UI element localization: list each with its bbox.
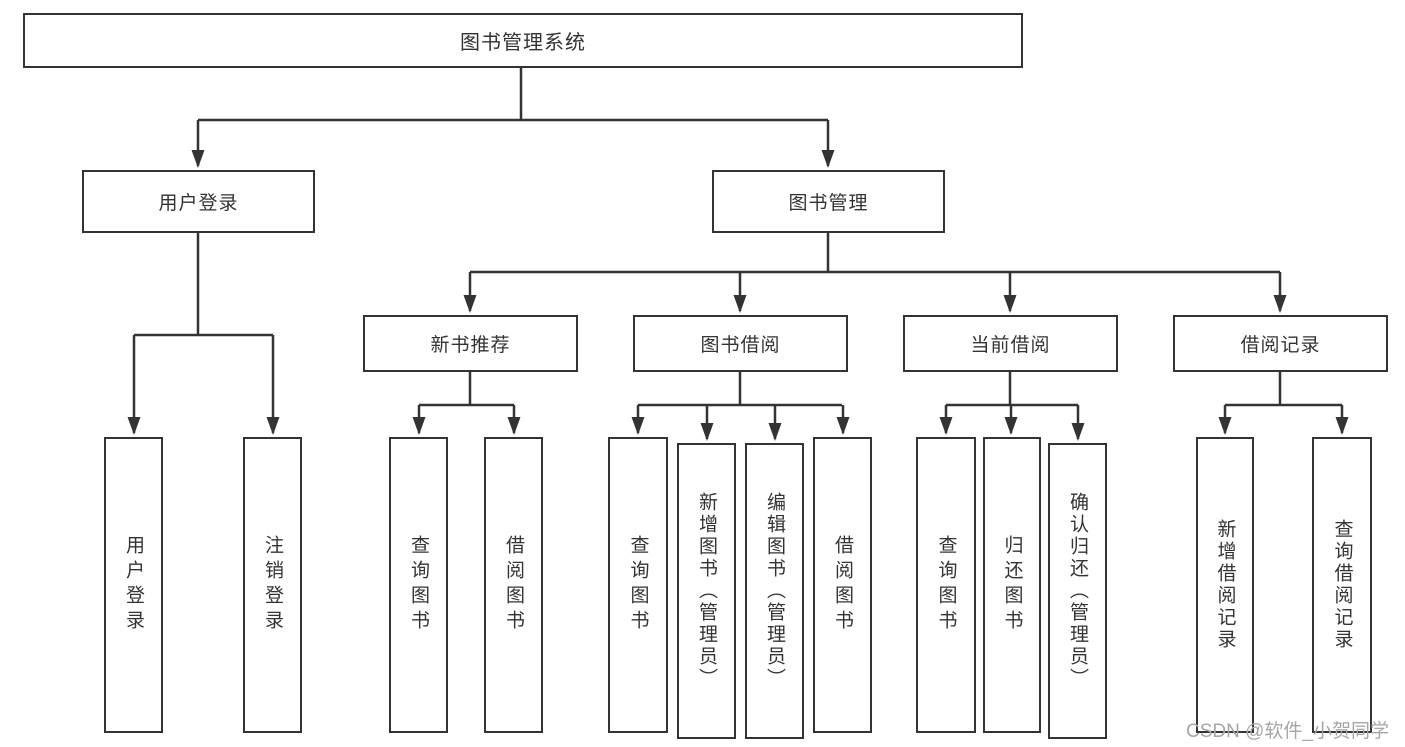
- node-label: 用户登录: [158, 193, 239, 214]
- node-user-login: 用户登录: [82, 170, 315, 233]
- node-label: 查询图书: [408, 535, 429, 635]
- node-leaf-user-login: 用户登录: [104, 437, 163, 733]
- node-label: 新增图书（管理员）: [696, 492, 717, 690]
- node-label: 查询借阅记录: [1331, 519, 1353, 651]
- node-label: 图书借阅: [700, 335, 781, 356]
- node-label: 归还图书: [1001, 535, 1023, 635]
- node-label: 图书管理系统: [460, 32, 586, 54]
- node-leaf-borrow-books: 借阅图书: [813, 437, 872, 733]
- node-leaf-borrow-books-recommend: 借阅图书: [484, 437, 543, 733]
- node-label: 借阅图书: [832, 535, 853, 635]
- node-borrow-records: 借阅记录: [1173, 315, 1388, 372]
- node-leaf-edit-books-admin: 编辑图书（管理员）: [745, 443, 804, 739]
- node-leaf-query-books-borrow: 查询图书: [608, 437, 668, 733]
- node-label: 用户登录: [123, 535, 144, 635]
- node-leaf-add-borrow-record: 新增借阅记录: [1196, 437, 1254, 733]
- node-leaf-return-books: 归还图书: [983, 437, 1041, 733]
- node-label: 确认归还（管理员）: [1067, 492, 1088, 690]
- node-library-management-system: 图书管理系统: [23, 13, 1023, 68]
- node-label: 借阅记录: [1240, 335, 1321, 356]
- node-label: 注销登录: [262, 535, 283, 635]
- node-leaf-query-books-recommend: 查询图书: [389, 437, 448, 733]
- node-leaf-confirm-return-admin: 确认归还（管理员）: [1048, 443, 1107, 739]
- node-label: 图书管理: [788, 193, 869, 214]
- node-label: 借阅图书: [503, 535, 524, 635]
- node-label: 新增借阅记录: [1214, 519, 1236, 651]
- node-label: 编辑图书（管理员）: [764, 492, 785, 690]
- node-book-management: 图书管理: [712, 170, 945, 233]
- node-label: 新书推荐: [430, 335, 511, 356]
- node-leaf-logout: 注销登录: [243, 437, 302, 733]
- node-leaf-add-books-admin: 新增图书（管理员）: [677, 443, 736, 739]
- node-current-borrowing: 当前借阅: [903, 315, 1118, 372]
- node-leaf-query-borrow-record: 查询借阅记录: [1312, 437, 1372, 733]
- node-book-borrowing: 图书借阅: [633, 315, 848, 372]
- node-label: 当前借阅: [970, 335, 1051, 356]
- node-new-book-recommend: 新书推荐: [363, 315, 578, 372]
- node-label: 查询图书: [627, 535, 649, 635]
- node-leaf-query-books-current: 查询图书: [916, 437, 976, 733]
- node-label: 查询图书: [935, 535, 957, 635]
- csdn-watermark: CSDN @软件_小贺同学: [1186, 721, 1389, 742]
